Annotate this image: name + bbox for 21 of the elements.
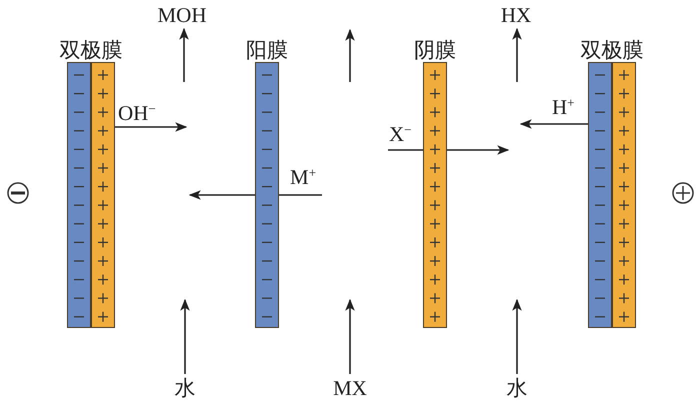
arrow (115, 122, 188, 132)
stream-label: 水 (174, 376, 196, 400)
stream-label: 水 (506, 376, 528, 400)
arrow (520, 119, 588, 129)
ion-exchange-membrane (246, 38, 288, 328)
arrow (345, 298, 355, 374)
ion-label: M$^{+}$ (290, 166, 316, 188)
arrow (179, 28, 189, 82)
membrane-label: 双极膜 (580, 38, 644, 62)
membrane-label: 双极膜 (60, 38, 122, 62)
ion-label: X$^{−}$ (389, 123, 412, 145)
arrow (512, 28, 522, 82)
stream-label: MX (333, 376, 367, 400)
membrane-label: 阳膜 (246, 38, 288, 62)
bipolar-membrane (580, 38, 644, 328)
arrow (512, 298, 522, 374)
arrow (180, 298, 190, 374)
stream-label: HX (500, 3, 532, 27)
membrane-label: 阴膜 (414, 38, 456, 62)
ion-exchange-membrane (414, 38, 456, 328)
stream-label: MOH (157, 3, 206, 27)
